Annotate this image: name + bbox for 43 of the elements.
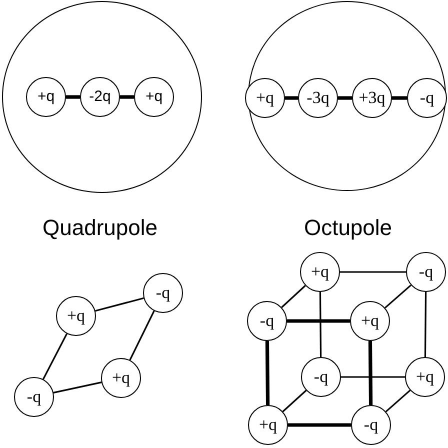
point-charge: -q <box>406 252 446 292</box>
connector-line <box>368 340 373 406</box>
point-charge: -q <box>143 273 183 313</box>
connector-line <box>95 297 144 312</box>
connector-line <box>384 284 412 308</box>
connector-line <box>42 333 68 380</box>
point-charge: -q <box>351 405 391 445</box>
point-charge: -q <box>247 301 287 341</box>
point-charge: +q <box>300 252 340 292</box>
connector-line <box>53 382 102 394</box>
connector-line <box>129 310 155 360</box>
connector-line <box>265 340 270 406</box>
connector-line <box>282 390 307 412</box>
connector-line <box>340 271 406 273</box>
point-charge: +q <box>134 77 174 117</box>
connector-line <box>392 96 407 100</box>
point-charge: +q <box>26 77 66 117</box>
point-charge: -2q <box>80 77 120 117</box>
sphere-outline <box>2 1 202 193</box>
connector-line <box>66 95 80 99</box>
connector-line <box>281 285 306 308</box>
point-charge: +q <box>56 296 96 336</box>
point-charge: -q <box>301 357 341 397</box>
point-charge: +q <box>248 405 288 445</box>
connector-line <box>120 95 134 99</box>
connector-line <box>338 96 352 100</box>
connector-line <box>424 292 427 357</box>
point-charge: +q <box>350 301 390 341</box>
point-charge: -3q <box>298 78 338 118</box>
point-charge: +q <box>245 78 285 118</box>
point-charge: +3q <box>352 78 392 118</box>
connector-line <box>287 319 350 323</box>
point-charge: +q <box>405 357 445 397</box>
point-charge: -q <box>407 78 447 118</box>
point-charge: +q <box>101 358 141 398</box>
diagram-label: Octupole <box>304 215 392 241</box>
connector-line <box>288 423 351 427</box>
connector-line <box>285 96 298 100</box>
point-charge: -q <box>14 377 54 417</box>
diagram-label: Quadrupole <box>42 215 158 241</box>
sphere-outline <box>248 1 446 191</box>
connector-line <box>319 292 322 357</box>
connector-line <box>341 376 405 378</box>
